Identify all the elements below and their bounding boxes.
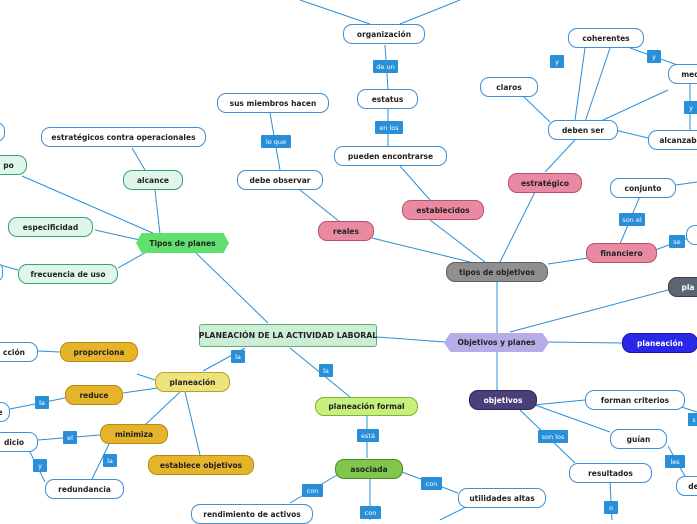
node-estrategico[interactable]: estratégico	[508, 173, 582, 193]
node-rendimiento-de-activos[interactable]: rendimiento de activos	[191, 504, 313, 524]
node-pla-partial[interactable]: pla	[668, 277, 697, 297]
node-sus-miembros-hacen[interactable]: sus miembros hacen	[217, 93, 329, 113]
connector-label-y-left: y	[33, 459, 47, 472]
node-utilidades-altas[interactable]: utilidades altas	[458, 488, 546, 508]
node-tiempo-partial[interactable]: po	[0, 155, 27, 175]
node-establece-objetivos[interactable]: establece objetivos	[148, 455, 254, 475]
connector-label-y-1: y	[550, 55, 564, 68]
connector-label-la-2: la	[35, 396, 49, 409]
node-proporciona[interactable]: proporciona	[60, 342, 138, 362]
node-de-partial[interactable]: de	[676, 476, 697, 496]
connector-label-con-1: con	[421, 477, 442, 490]
node-central-planeacion-actividad-laboral[interactable]: PLANEACIÓN DE LA ACTIVIDAD LABORAL	[199, 324, 377, 347]
node-pueden-encontrarse[interactable]: pueden encontrarse	[334, 146, 447, 166]
connector-label-s-partial: s	[688, 413, 697, 426]
connector-label-y-3: y	[684, 101, 697, 114]
node-establecidos[interactable]: establecidos	[402, 200, 484, 220]
node-claros[interactable]: claros	[480, 77, 538, 97]
node-objetivos-y-planes[interactable]: Objetivos y planes	[444, 333, 549, 352]
node-alcanzables-partial[interactable]: alcanzab	[648, 130, 697, 150]
node-frecuencia-de-uso[interactable]: frecuencia de uso	[18, 264, 118, 284]
connector-label-o: o	[604, 501, 618, 514]
node-financiero-right-partial[interactable]	[686, 225, 697, 245]
connector-label-son-los: son los	[538, 430, 568, 443]
node-deben-ser[interactable]: deben ser	[548, 120, 618, 140]
connector-label-y-2: y	[647, 50, 661, 63]
node-tipos-de-planes[interactable]: Tipos de planes	[136, 233, 229, 253]
node-especificidad[interactable]: especificidad	[8, 217, 93, 237]
node-planeacion-right[interactable]: planeación	[622, 333, 697, 353]
node-coherentes[interactable]: coherentes	[568, 28, 644, 48]
node-medibles-partial[interactable]: med	[668, 64, 697, 84]
node-dicio-partial[interactable]: dicio	[0, 432, 38, 452]
connector-label-esta: está	[357, 429, 379, 442]
node-guian[interactable]: guían	[610, 429, 667, 449]
node-planeacion-left[interactable]: planeación	[155, 372, 230, 392]
connector-label-son-el: son el	[619, 213, 645, 226]
node-debe-observar[interactable]: debe observar	[237, 170, 323, 190]
node-redundancia[interactable]: redundancia	[45, 479, 124, 499]
node-planeacion-formal[interactable]: planeación formal	[315, 397, 418, 416]
connector-label-el: el	[63, 431, 77, 444]
node-minimiza[interactable]: minimiza	[100, 424, 168, 444]
connector-label-se: se	[669, 235, 685, 248]
node-tipos-de-objetivos[interactable]: tipos de objetivos	[446, 262, 548, 282]
connector-label-la-1: la	[231, 350, 245, 363]
connector-label-en-los: en los	[375, 121, 403, 134]
node-accion-partial[interactable]: cción	[0, 342, 38, 362]
node-objetivos[interactable]: objetivos	[469, 390, 537, 410]
node-reales[interactable]: reales	[318, 221, 374, 241]
node-estatus[interactable]: estatus	[357, 89, 418, 109]
connector-label-la-3: la	[103, 454, 117, 467]
connector-label-con-3: con	[360, 506, 381, 519]
connector-label-les: les	[665, 455, 685, 468]
node-asociada[interactable]: asociada	[335, 459, 403, 479]
node-resultados[interactable]: resultados	[569, 463, 652, 483]
node-reduce[interactable]: reduce	[65, 385, 123, 405]
node-alcance[interactable]: alcance	[123, 170, 183, 190]
node-organizacion[interactable]: organización	[343, 24, 425, 44]
connector-label-lo-que: lo que	[261, 135, 291, 148]
node-estrategicos-operacionales[interactable]: estratégicos contra operacionales	[41, 127, 206, 147]
node-conjunto[interactable]: conjunto	[610, 178, 676, 198]
node-financiero[interactable]: financiero	[586, 243, 657, 263]
connector-label-de-un: de un	[373, 60, 398, 73]
node-forman-criterios[interactable]: forman criterios	[585, 390, 685, 410]
connector-label-la-4: la	[319, 364, 333, 377]
connector-label-con-2: con	[302, 484, 323, 497]
